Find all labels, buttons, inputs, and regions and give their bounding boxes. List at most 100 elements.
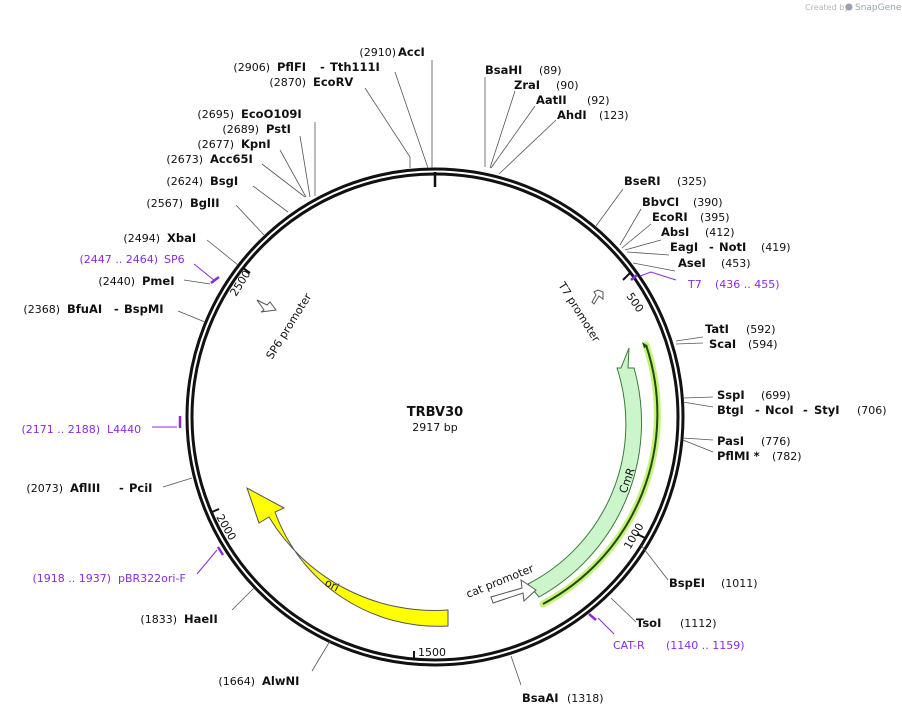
primer-range: (2171 .. 2188) bbox=[21, 423, 100, 436]
watermark-brand: SnapGene bbox=[855, 3, 902, 13]
enzyme-name: BspMI bbox=[124, 302, 164, 316]
enzyme-name: HaeII bbox=[184, 612, 218, 626]
enzyme-name: StyI bbox=[814, 403, 840, 417]
enzyme-position: (2695) bbox=[197, 108, 234, 121]
enzyme-name: BsaAI bbox=[522, 691, 559, 705]
ori-feature bbox=[246, 486, 449, 627]
enzyme-name: TatI bbox=[705, 322, 729, 336]
enzyme-separator: - bbox=[755, 403, 760, 417]
enzyme-position: (395) bbox=[700, 211, 730, 224]
enzyme-name: Tth111I bbox=[330, 60, 380, 74]
enzyme-name: AhdI bbox=[557, 108, 587, 122]
enzyme-separator: - bbox=[114, 302, 119, 316]
enzyme-name: AatII bbox=[536, 93, 567, 107]
enzyme-position: (594) bbox=[748, 338, 778, 351]
sp6-primer-bar bbox=[210, 276, 220, 284]
enzyme-name: PflMI * bbox=[717, 449, 760, 463]
snapgene-watermark: Created by SnapGene bbox=[805, 3, 902, 13]
enzyme-name: SspI bbox=[717, 388, 745, 402]
cat-promoter-arrow bbox=[490, 578, 537, 604]
primer-name: T7 bbox=[687, 278, 702, 291]
enzyme-name: KpnI bbox=[241, 137, 271, 151]
enzyme-position: (92) bbox=[587, 94, 610, 107]
enzyme-position: (2910) bbox=[359, 46, 396, 59]
primer-name: L4440 bbox=[107, 423, 141, 436]
enzyme-position: (325) bbox=[677, 175, 707, 188]
enzyme-position: (776) bbox=[761, 435, 791, 448]
primer-range: (1140 .. 1159) bbox=[666, 639, 745, 652]
catr-primer-bar bbox=[588, 613, 597, 621]
enzyme-separator: - bbox=[320, 60, 325, 74]
enzyme-position: (592) bbox=[746, 323, 776, 336]
enzyme-position: (2673) bbox=[166, 153, 203, 166]
enzyme-separator: - bbox=[119, 481, 124, 495]
enzyme-name: PflFI bbox=[277, 60, 306, 74]
tick-1000 bbox=[636, 533, 646, 539]
enzyme-position: (2689) bbox=[222, 123, 259, 136]
enzyme-name: BglII bbox=[190, 196, 220, 210]
primer-range: (1918 .. 1937) bbox=[32, 572, 111, 585]
enzyme-position: (2870) bbox=[269, 76, 306, 89]
enzyme-position: (2624) bbox=[166, 175, 203, 188]
enzyme-name: XbaI bbox=[167, 231, 196, 245]
primer-range: (2447 .. 2464) bbox=[79, 253, 158, 266]
enzyme-name: AflIII bbox=[70, 481, 100, 495]
primer-range: (436 .. 455) bbox=[715, 278, 780, 291]
t7-promoter-label: T7 promoter bbox=[555, 279, 603, 345]
enzyme-name: BbvCI bbox=[642, 195, 679, 209]
enzyme-name: ZraI bbox=[514, 78, 540, 92]
cmr-feature bbox=[527, 347, 643, 598]
enzyme-position: (2440) bbox=[98, 275, 135, 288]
t7-promoter-arrow bbox=[591, 289, 604, 305]
enzyme-name: NcoI bbox=[765, 403, 794, 417]
enzyme-separator: - bbox=[709, 240, 714, 254]
enzyme-position: (2368) bbox=[23, 303, 60, 316]
enzyme-name: EcoRI bbox=[652, 210, 688, 224]
enzyme-position: (89) bbox=[539, 64, 562, 77]
snapgene-logo-icon bbox=[845, 3, 853, 11]
enzyme-position: (1318) bbox=[567, 692, 604, 705]
enzyme-position: (390) bbox=[693, 196, 723, 209]
enzyme-position: (1011) bbox=[721, 577, 758, 590]
primer-name: pBR322ori-F bbox=[118, 572, 186, 585]
enzyme-position: (90) bbox=[556, 79, 579, 92]
enzyme-position: (1112) bbox=[680, 617, 717, 630]
backbone-outer-ring bbox=[185, 167, 685, 667]
plasmid-name: TRBV30 bbox=[407, 405, 463, 420]
enzyme-position: (123) bbox=[599, 109, 629, 122]
enzyme-name: ScaI bbox=[709, 337, 736, 351]
primer-labels: T7 (436 .. 455) (2447 .. 2464) SP6 (2171… bbox=[21, 253, 779, 652]
enzyme-name: AlwNI bbox=[262, 674, 299, 688]
enzyme-position: (412) bbox=[705, 226, 735, 239]
tick-2000 bbox=[211, 508, 220, 513]
cmr-binding-arrowhead bbox=[642, 342, 648, 348]
enzyme-name: Acc65I bbox=[210, 152, 253, 166]
enzyme-name: EagI bbox=[670, 240, 698, 254]
enzyme-separator: - bbox=[803, 403, 808, 417]
enzyme-position: (419) bbox=[761, 241, 791, 254]
enzyme-labels-right: BsaHI (89) ZraI (90) AatII (92) AhdI (12… bbox=[485, 63, 887, 705]
enzyme-labels-left: (2910) AccI (2906) PflFI - Tth111I (2870… bbox=[23, 45, 424, 688]
enzyme-position: (453) bbox=[721, 257, 751, 270]
enzyme-position: (782) bbox=[772, 450, 802, 463]
sp6-promoter-arrow bbox=[256, 299, 277, 313]
enzyme-name: PasI bbox=[717, 434, 744, 448]
tick-2500 bbox=[242, 267, 251, 274]
enzyme-leaders-left bbox=[162, 60, 433, 672]
enzyme-name: EcoRV bbox=[313, 75, 353, 89]
enzyme-name: AbsI bbox=[661, 225, 689, 239]
enzyme-name: BsgI bbox=[210, 174, 238, 188]
sp6-promoter-label: SP6 promoter bbox=[264, 291, 315, 362]
enzyme-position: (1833) bbox=[140, 613, 177, 626]
tick-500 bbox=[622, 272, 631, 281]
enzyme-position: (2567) bbox=[146, 197, 183, 210]
enzyme-name: BspEI bbox=[669, 576, 705, 590]
t7-primer-bar bbox=[630, 274, 638, 281]
enzyme-position: (2906) bbox=[233, 61, 270, 74]
enzyme-name: AccI bbox=[398, 45, 425, 59]
enzyme-position: (2494) bbox=[123, 232, 160, 245]
enzyme-name: NotI bbox=[719, 240, 746, 254]
enzyme-name: TsoI bbox=[636, 616, 661, 630]
watermark-prefix: Created by bbox=[805, 3, 849, 12]
